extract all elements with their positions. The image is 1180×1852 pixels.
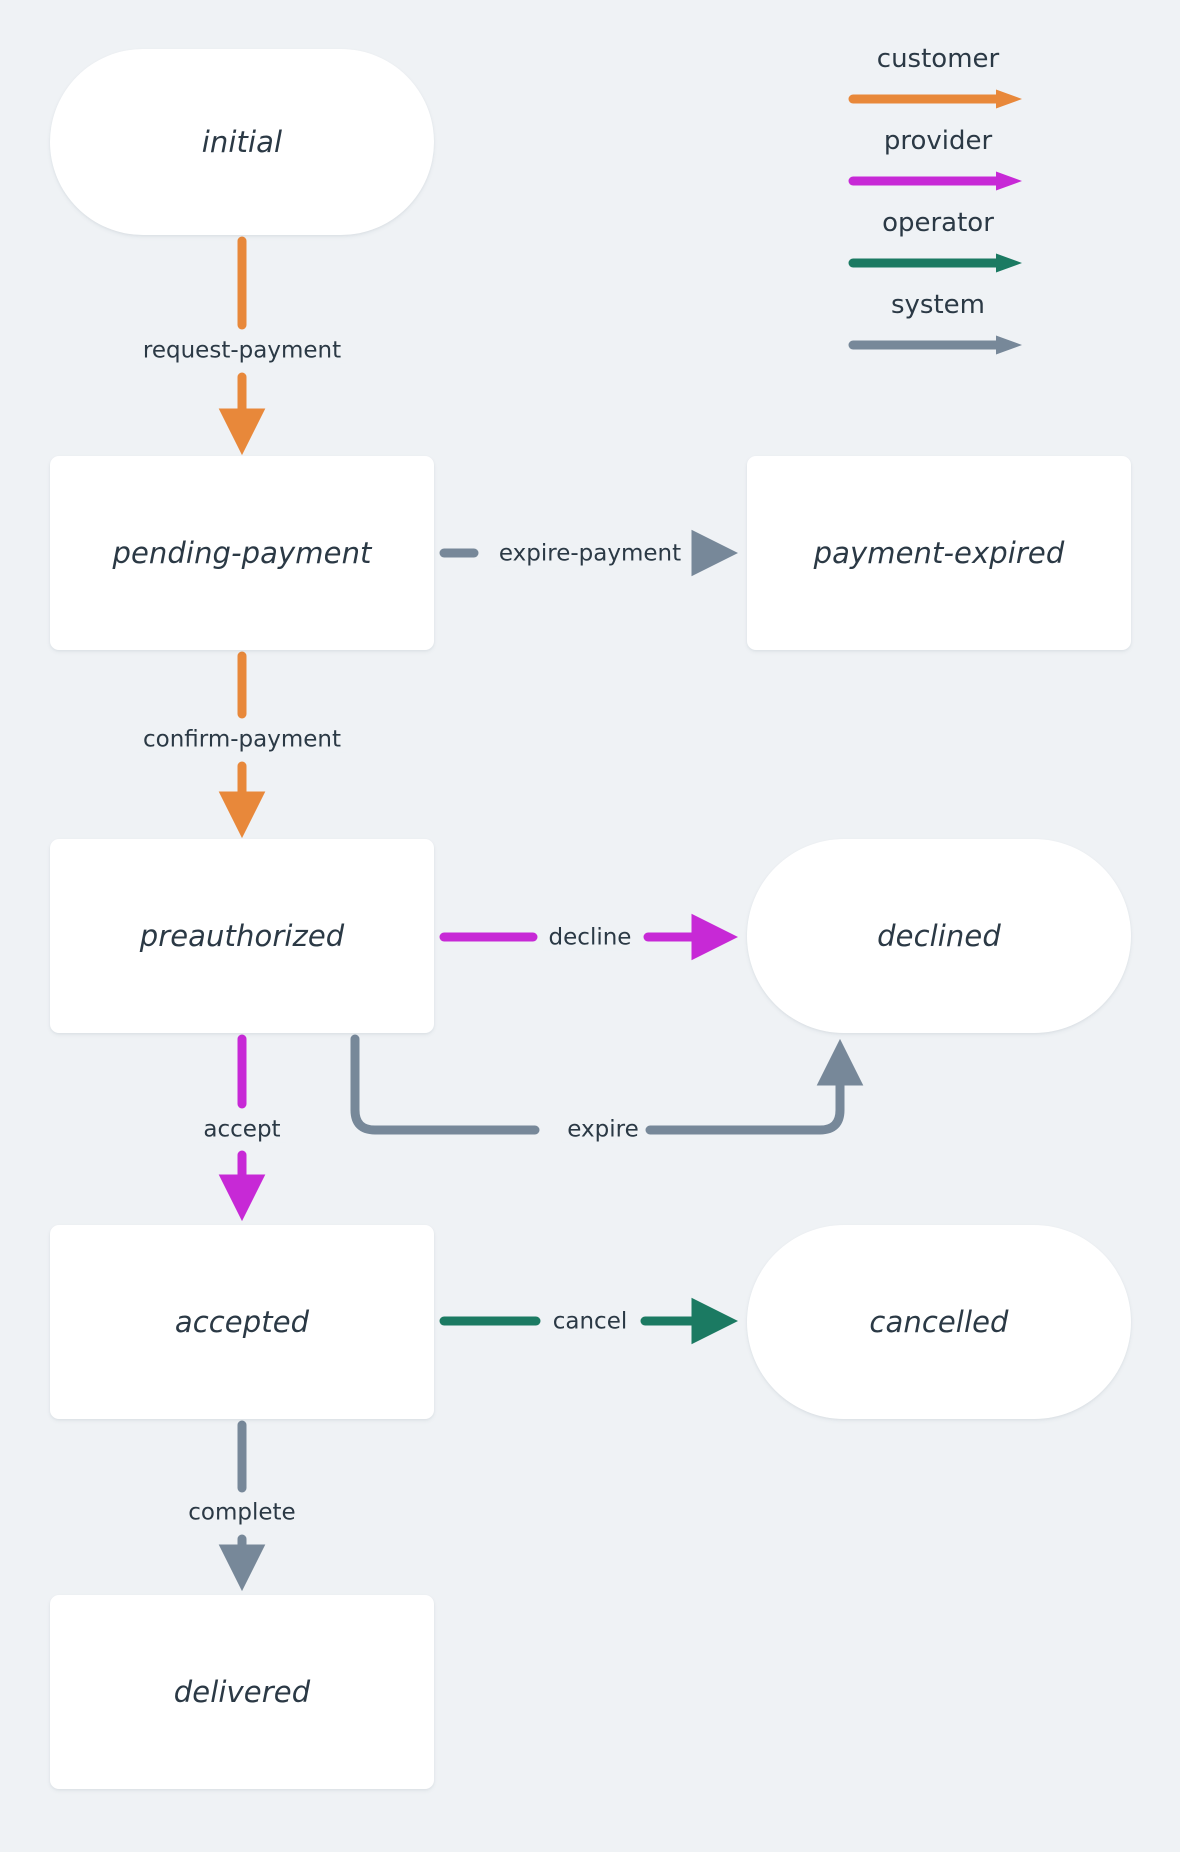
- edge-label-cancel: cancel: [546, 1309, 634, 1335]
- edge-label-accept: accept: [197, 1117, 287, 1143]
- legend-item-system: system: [838, 290, 1038, 372]
- edge-label-confirm-payment: confirm-payment: [137, 727, 347, 753]
- arrow-right-icon: [848, 252, 1024, 274]
- state-node-label: preauthorized: [139, 919, 345, 953]
- legend-label: system: [891, 290, 985, 320]
- state-node-label: initial: [201, 125, 283, 159]
- state-node-label: pending-payment: [112, 536, 372, 570]
- state-node-initial[interactable]: initial: [50, 49, 434, 235]
- edge-expire: [350, 1034, 864, 1135]
- state-node-payment-expired[interactable]: payment-expired: [747, 456, 1131, 650]
- legend-label: operator: [882, 208, 994, 238]
- state-node-label: accepted: [174, 1305, 310, 1339]
- edge-label-complete: complete: [182, 1500, 302, 1526]
- state-node-declined[interactable]: declined: [747, 839, 1131, 1033]
- legend-label: customer: [876, 44, 1000, 74]
- state-node-preauthorized[interactable]: preauthorized: [50, 839, 434, 1033]
- state-node-label: cancelled: [869, 1305, 1009, 1339]
- state-node-cancelled[interactable]: cancelled: [747, 1225, 1131, 1419]
- state-node-accepted[interactable]: accepted: [50, 1225, 434, 1419]
- arrow-right-icon: [848, 334, 1024, 356]
- edge-label-expire: expire: [561, 1117, 645, 1143]
- state-node-pending-payment[interactable]: pending-payment: [50, 456, 434, 650]
- arrow-right-icon: [848, 170, 1024, 192]
- legend-item-customer: customer: [838, 44, 1038, 126]
- edge-label-request-payment: request-payment: [136, 338, 348, 364]
- edge-label-decline: decline: [542, 925, 638, 951]
- legend-item-provider: provider: [838, 126, 1038, 208]
- edge-label-expire-payment: expire-payment: [492, 541, 688, 567]
- arrow-right-icon: [848, 88, 1024, 110]
- state-node-label: payment-expired: [813, 536, 1065, 570]
- legend-label: provider: [883, 126, 993, 156]
- legend-item-operator: operator: [838, 208, 1038, 290]
- legend: customer provider operator system: [838, 44, 1038, 372]
- state-node-label: delivered: [173, 1675, 311, 1709]
- state-node-delivered[interactable]: delivered: [50, 1595, 434, 1789]
- state-node-label: declined: [877, 919, 1001, 953]
